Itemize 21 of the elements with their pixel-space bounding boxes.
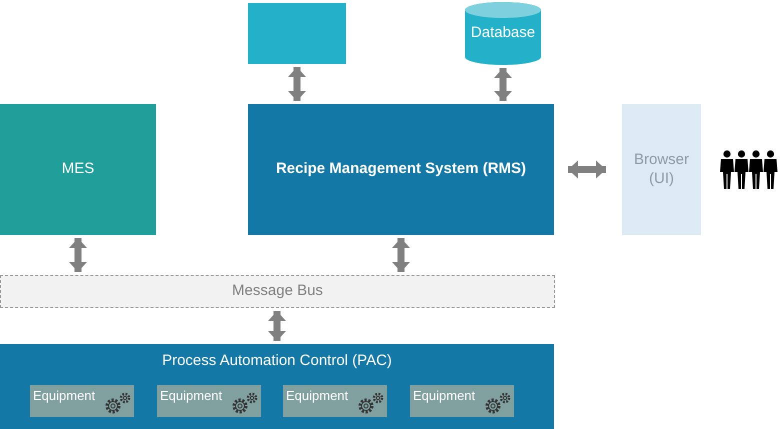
equipment-box bbox=[283, 385, 387, 417]
browser-box bbox=[622, 104, 701, 235]
node-label: Equipment bbox=[33, 388, 96, 404]
equipment-box bbox=[157, 385, 261, 417]
message-bus bbox=[0, 275, 555, 308]
node-label: Equipment bbox=[286, 388, 348, 404]
equipment-box bbox=[410, 385, 514, 417]
node-label: Message Bus bbox=[232, 282, 323, 301]
node-label: Equipment bbox=[160, 388, 222, 404]
node-label: Recipe Management System (RMS) bbox=[276, 160, 526, 179]
system-box bbox=[248, 104, 554, 235]
database-cylinder bbox=[465, 2, 541, 65]
node-label: Browser (UI) bbox=[632, 150, 690, 188]
node-label: Equipment bbox=[413, 388, 476, 404]
node-label: Process Automation Control (PAC) bbox=[162, 352, 392, 371]
control-layer-box bbox=[0, 344, 554, 429]
node-label: MES bbox=[62, 160, 94, 179]
system-box bbox=[0, 104, 156, 235]
equipment-box bbox=[30, 385, 134, 417]
node-label: Database bbox=[470, 24, 536, 43]
service-box bbox=[248, 3, 346, 64]
